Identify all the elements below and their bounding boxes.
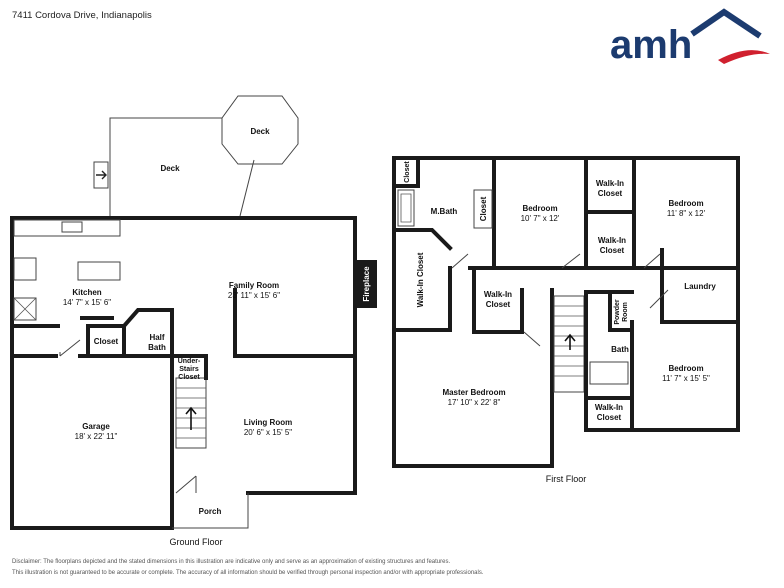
bath-label: Bath — [611, 345, 629, 354]
entry-door-swing — [175, 475, 197, 494]
bath-block-walls — [584, 290, 634, 432]
bedroom1-walls — [492, 156, 588, 270]
bath-tub — [397, 189, 415, 227]
porch-label: Porch — [199, 507, 222, 516]
closet-bath-box — [473, 189, 493, 229]
ground-floor-title: Ground Floor — [169, 537, 222, 547]
door-swings — [451, 253, 669, 347]
garage-door-swing — [59, 339, 81, 357]
master-top-wall — [392, 228, 453, 332]
logo-text: amh — [610, 23, 692, 67]
under-stairs-label-2: Stairs — [179, 366, 199, 373]
under-stairs-label-1: Under- — [178, 358, 201, 365]
hall-closet-walls — [472, 266, 524, 334]
deck-octagon-outline — [221, 95, 299, 165]
walkin1-label-2: Closet — [598, 189, 623, 198]
ground-floor-plan: Deck Deck Fireplace K — [10, 95, 377, 547]
under-stairs-label-3: Closet — [178, 374, 200, 381]
bedroom3-label: Bedroom — [668, 364, 703, 373]
fireplace-label: Fireplace — [362, 266, 371, 302]
half-bath-walls — [121, 308, 174, 358]
first-exterior-walls — [392, 156, 740, 468]
walkin3-label-1: Walk-In — [595, 403, 623, 412]
laundry-walls — [660, 248, 740, 324]
disclaimer: Disclaimer: The floorplans depicted and … — [12, 557, 782, 579]
master-bedroom-label: Master Bedroom — [442, 388, 505, 397]
porch-outline — [172, 493, 249, 529]
powder-room-label-2: Room — [622, 302, 629, 322]
fireplace-box — [355, 260, 377, 308]
ground-exterior-walls — [10, 216, 357, 530]
fridge — [13, 297, 37, 321]
logo-roof-icon — [690, 8, 762, 39]
garage-label: Garage — [82, 422, 110, 431]
logo-swoosh-icon — [718, 50, 770, 64]
amh-logo: amh — [610, 8, 770, 67]
family-living-wall — [233, 288, 357, 358]
deck-large-label: Deck — [160, 164, 180, 173]
walkin1-label-1: Walk-In — [596, 179, 624, 188]
powder-room-label-1: Powder — [614, 299, 621, 325]
deck-large-outline — [109, 117, 255, 217]
bath-tub-2 — [589, 361, 629, 385]
kitchen-sink — [61, 221, 83, 233]
half-bath-label-1: Half — [149, 333, 164, 342]
first-stairs — [553, 295, 585, 393]
deck-octagon-label: Deck — [250, 127, 270, 136]
stairs-up-arrow-icon — [185, 406, 197, 430]
deck-arrow-icon — [96, 170, 107, 180]
kitchen-counter — [13, 219, 121, 237]
bedroom1-label: Bedroom — [522, 204, 557, 213]
under-stairs-wall — [170, 354, 208, 380]
bedroom2-dims: 11' 8" x 12' — [667, 209, 706, 218]
tub-inner — [400, 193, 412, 223]
family-room-label: Family Room — [229, 281, 279, 290]
property-address: 7411 Cordova Drive, Indianapolis — [12, 10, 152, 21]
kitchen-label: Kitchen — [72, 288, 101, 297]
bedroom2-label: Bedroom — [668, 199, 703, 208]
mbath-label: M.Bath — [431, 207, 458, 216]
disclaimer-line-1: Disclaimer: The floorplans depicted and … — [12, 559, 451, 565]
half-bath-label-2: Bath — [148, 343, 166, 352]
stove — [13, 257, 37, 281]
walkin-master-label: Walk-In Closet — [416, 252, 425, 307]
master-bedroom-dims: 17' 10" x 22' 8" — [448, 398, 501, 407]
laundry-label: Laundry — [684, 282, 716, 291]
first-stair-treads — [554, 305, 584, 377]
first-floor-title: First Floor — [546, 474, 587, 484]
walkin2-label-2: Closet — [600, 246, 625, 255]
walkin-hall-label-2: Closet — [486, 300, 511, 309]
walkin2-label-1: Walk-In — [598, 236, 626, 245]
closet-bath-label: Closet — [479, 196, 488, 221]
first-stairs-up-arrow-icon — [564, 333, 576, 350]
closet-label: Closet — [94, 337, 119, 346]
kitchen-dims: 14' 7" x 15' 6" — [63, 298, 111, 307]
bedroom1-dims: 10' 7" x 12' — [521, 214, 560, 223]
deck-step — [93, 161, 109, 189]
fridge-x — [13, 297, 37, 321]
family-room-dims: 23' 11" x 15' 6" — [228, 291, 280, 300]
living-room-dims: 20' 6" x 15' 5" — [244, 428, 292, 437]
closet-small-label: Closet — [404, 161, 411, 183]
bedroom3-dims: 11' 7" x 15' 5" — [662, 374, 710, 383]
disclaimer-line-2: This illustration is not guaranteed to b… — [12, 570, 484, 576]
living-room-label: Living Room — [244, 418, 292, 427]
kitchen-island — [77, 261, 121, 281]
kitchen-wall — [10, 316, 114, 328]
closet-walls — [86, 324, 126, 358]
garage-dims: 18' x 22' 11" — [75, 432, 118, 441]
first-floor-plan: Closet M.Bath Closet Bedroom 10' 7" x 12… — [392, 156, 740, 484]
stairs — [175, 377, 207, 449]
walkin3-label-2: Closet — [597, 413, 622, 422]
walkin-hall-label-1: Walk-In — [484, 290, 512, 299]
